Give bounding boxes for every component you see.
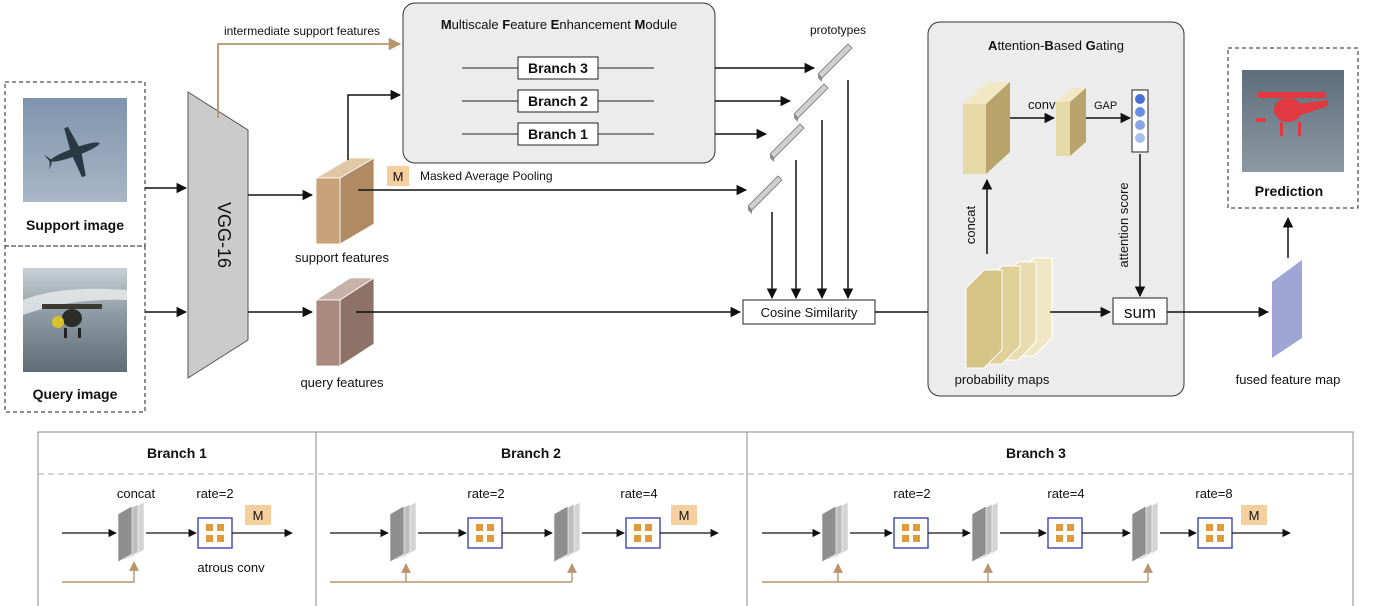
cosine-similarity-box (742, 299, 876, 325)
support-image (23, 98, 127, 202)
query-image-label: Query image (33, 386, 118, 402)
mfem-branch3-box (517, 56, 599, 80)
detail-branch2-title: Branch 2 (501, 445, 561, 461)
concat-label: concat (963, 205, 978, 244)
query-features-cube (314, 277, 376, 367)
detail-branch3-title: Branch 3 (1006, 445, 1066, 461)
b2-atrous-2 (625, 517, 661, 549)
b3-atrous-2 (1047, 517, 1083, 549)
map-m-badge (387, 166, 409, 186)
detail-branch3-rate2: rate=4 (1047, 486, 1084, 501)
detail-branch3-rate1: rate=2 (893, 486, 930, 501)
gating-small-block (1056, 88, 1086, 156)
map-m-text: M (393, 169, 404, 184)
gap-vector (1131, 89, 1149, 153)
prediction-label: Prediction (1255, 183, 1323, 199)
detail-branch1-title: Branch 1 (147, 445, 207, 461)
mfem-title: Multiscale Feature Enhancement Module (441, 17, 677, 32)
mfem-branch1-label: Branch 1 (528, 126, 588, 142)
b2-m-text: M (679, 508, 690, 523)
mfem-branch3-label: Branch 3 (528, 60, 588, 76)
b3-m-badge (1241, 505, 1267, 525)
prototype-0 (747, 175, 783, 215)
probability-maps (965, 257, 1053, 369)
vgg16-label: VGG-16 (214, 202, 234, 268)
detail-branch2-rate2: rate=4 (620, 486, 657, 501)
prototype-1 (769, 123, 805, 163)
b1-tan-arrow (62, 561, 139, 583)
b2-atrous-1 (467, 517, 503, 549)
b2-m-badge (671, 505, 697, 525)
sum-label: sum (1124, 303, 1156, 322)
gap-label: GAP (1094, 100, 1117, 112)
detail-branch1-atrous: atrous conv (197, 560, 265, 575)
mfem-panel (402, 2, 716, 164)
prototype-2 (793, 83, 829, 123)
b1-m-badge (245, 505, 271, 525)
support-image-label: Support image (26, 217, 124, 233)
b1-atrous-conv (197, 517, 233, 549)
b3-atrous-3 (1197, 517, 1233, 549)
detail-branch1-rate: rate=2 (196, 486, 233, 501)
query-image (23, 268, 127, 372)
query-image-frame (4, 245, 146, 413)
conv-label: conv (1028, 97, 1056, 112)
gating-title: Attention-Based Gating (988, 38, 1124, 53)
b3-atrous-1 (893, 517, 929, 549)
intermediate-features-arrow (217, 37, 402, 118)
cosine-similarity-label: Cosine Similarity (761, 305, 858, 320)
mfem-branch2-label: Branch 2 (528, 93, 588, 109)
gating-conv-block (963, 82, 1010, 174)
mfem-branch1-box (517, 122, 599, 146)
probability-maps-label: probability maps (955, 372, 1050, 387)
map-label: Masked Average Pooling (420, 169, 553, 183)
arrow-support-to-mfem (347, 89, 402, 160)
detail-branch2-rate1: rate=2 (467, 486, 504, 501)
support-features-cube (314, 157, 376, 245)
support-features-label: support features (295, 250, 389, 265)
sum-box (1112, 297, 1168, 325)
detail-branch3-rate3: rate=8 (1195, 486, 1232, 501)
attention-score-label: attention score (1116, 182, 1131, 267)
prediction-frame (1227, 47, 1359, 209)
vgg16-backbone (187, 91, 249, 379)
prototypes-label: prototypes (810, 23, 866, 37)
fused-feature-map-label: fused feature map (1236, 372, 1341, 387)
detail-branch1-concat: concat (117, 486, 156, 501)
prototype-3 (817, 43, 853, 83)
b1-m-text: M (253, 508, 264, 523)
fused-feature-map (1272, 260, 1302, 358)
query-features-label: query features (300, 375, 384, 390)
intermediate-features-label: intermediate support features (224, 24, 380, 38)
prediction-image (1242, 70, 1344, 172)
mfem-branch2-box (517, 89, 599, 113)
b3-m-text: M (1249, 508, 1260, 523)
